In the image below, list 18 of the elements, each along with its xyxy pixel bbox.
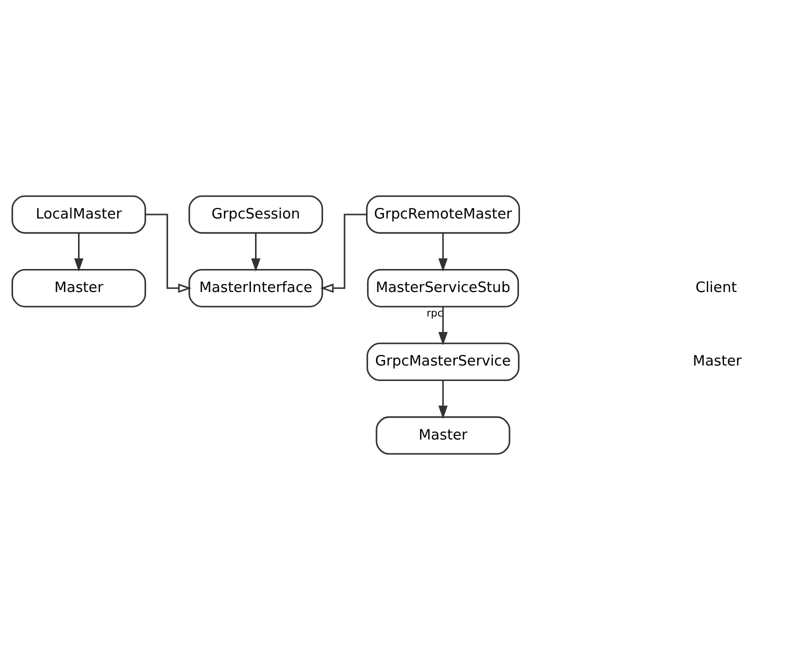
arrow [438, 380, 448, 418]
label: Client [695, 279, 737, 296]
arrow [438, 232, 448, 272]
node-box: Master [376, 416, 510, 454]
edge-label: rpc [426, 308, 443, 320]
node-box: GrpcSession [188, 194, 324, 234]
node-box: GrpcRemoteMaster [366, 194, 520, 234]
node-box: GrpcMasterService [366, 342, 520, 381]
node-box: MasterServiceStub [367, 268, 519, 307]
arrow [74, 232, 84, 272]
node-box: MasterInterface [188, 268, 324, 307]
arrow [320, 213, 366, 292]
arrow [251, 232, 260, 272]
label: Master [692, 353, 742, 370]
arrow [438, 306, 448, 345]
node-box: Master [12, 268, 146, 307]
arrow [145, 213, 192, 292]
node-box: LocalMaster [12, 194, 146, 234]
